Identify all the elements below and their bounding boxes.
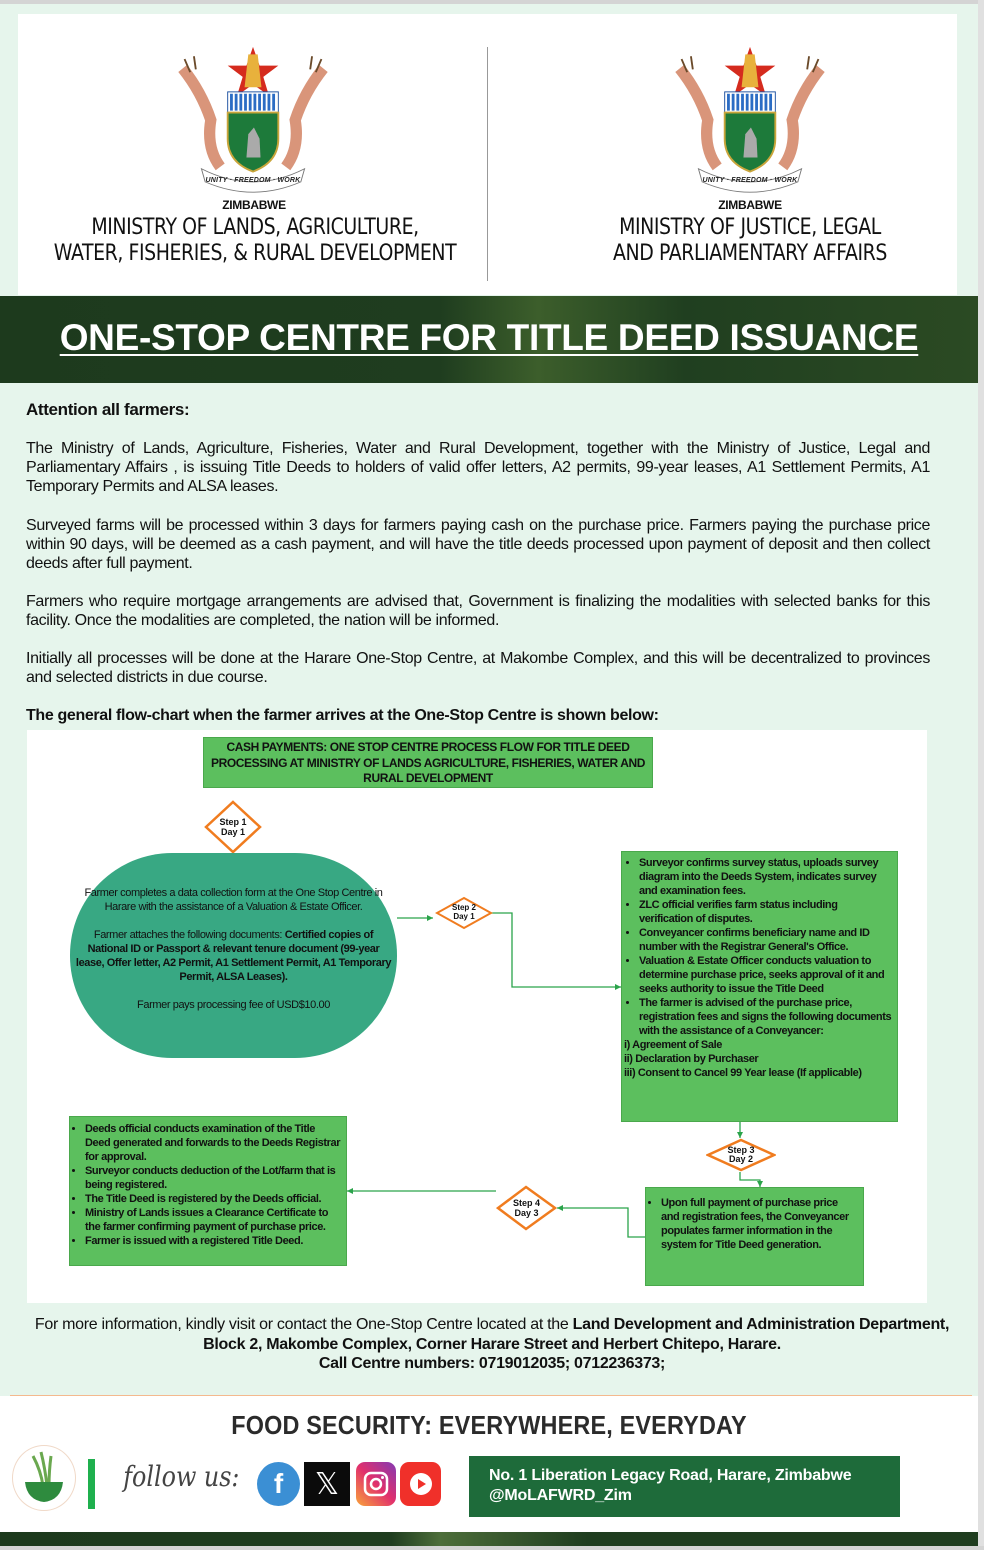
address: No. 1 Liberation Legacy Road, Harare, Zi… <box>489 1467 852 1484</box>
bullet-item: Surveyor conducts deduction of the Lot/f… <box>85 1164 342 1192</box>
step-1-day: Day 1 <box>220 827 246 837</box>
step-1-documents: Farmer attaches the following documents:… <box>74 928 393 984</box>
bottom-strip <box>0 1546 984 1550</box>
ministry-lands-line1: MINISTRY OF LANDS, AGRICULTURE, <box>91 215 419 240</box>
step-1-line1: Farmer completes a data collection form … <box>84 887 383 899</box>
bullet-item: Farmer is issued with a registered Title… <box>85 1234 342 1248</box>
step-4-day: Day 3 <box>514 1208 539 1218</box>
flowchart-intro: The general flow-chart when the farmer a… <box>26 707 659 724</box>
step-4-bullets: Deeds official conducts examination of t… <box>70 1122 342 1248</box>
step-1-diamond: Step 1 Day 1 <box>204 800 262 854</box>
bullet-item: Surveyor confirms survey status, uploads… <box>639 856 893 898</box>
bullet-item: Conveyancer confirms beneficiary name an… <box>639 926 893 954</box>
ministry-justice-name: MINISTRY OF JUSTICE, LEGAL AND PARLIAMEN… <box>526 215 973 267</box>
youtube-icon[interactable] <box>400 1462 441 1506</box>
arrowhead <box>347 1188 353 1194</box>
x-icon[interactable]: 𝕏 <box>304 1462 350 1506</box>
motto-right: UNITY · FREEDOM · WORK <box>702 177 798 184</box>
step-3-day: Day 2 <box>728 1154 754 1164</box>
flowchart-connectors <box>347 912 763 1238</box>
paragraph-1: The Ministry of Lands, Agriculture, Fish… <box>26 440 930 495</box>
step-1-line2: Harare with the assistance of a Valuatio… <box>104 901 363 913</box>
ministry-lands-name: MINISTRY OF LANDS, AGRICULTURE, WATER, F… <box>10 215 500 267</box>
step-3-label: Step 3 <box>727 1145 755 1155</box>
arrowhead <box>737 1132 743 1138</box>
step-2-diamond: Step 2 Day 1 <box>435 896 493 930</box>
step-4-label: Step 4 <box>512 1198 540 1208</box>
step-1-fee: Farmer pays processing fee of USD$10.00 <box>137 999 330 1011</box>
coat-of-arms-right <box>665 45 835 195</box>
flowchart-title: CASH PAYMENTS: ONE STOP CENTRE PROCESS F… <box>203 737 653 788</box>
bullet-item: Deeds official conducts examination of t… <box>85 1122 342 1164</box>
attention-heading: Attention all farmers: <box>26 400 190 419</box>
step-2-day: Day 1 <box>453 912 475 921</box>
step-3-box: Upon full payment of purchase price and … <box>645 1187 864 1286</box>
footer-divider <box>10 1395 972 1396</box>
docs-list: Certified copies of National ID or Passp… <box>75 929 392 983</box>
paragraph-4: Initially all processes will be done at … <box>26 650 930 686</box>
ministry-justice-line1: MINISTRY OF JUSTICE, LEGAL <box>619 215 881 240</box>
top-strip <box>0 0 984 4</box>
step-2-bullets: Surveyor confirms survey status, uploads… <box>624 856 893 1038</box>
arrowhead <box>427 915 433 921</box>
connector-box-4 <box>557 1207 645 1238</box>
country-label-right: ZIMBABWE <box>718 198 782 212</box>
step-1-label: Step 1 <box>219 817 247 827</box>
slogan: FOOD SECURITY: EVERYWHERE, EVERYDAY <box>231 1410 747 1440</box>
step-4-diamond: Step 4 Day 3 <box>496 1185 557 1231</box>
title-banner <box>0 296 978 383</box>
connector-2-box <box>491 912 621 988</box>
call-centre-numbers: Call Centre numbers: 0719012035; 0712236… <box>318 1355 666 1372</box>
paragraph-2: Surveyed farms will be processed within … <box>26 517 930 572</box>
connector-3-box <box>739 1172 761 1187</box>
step-2-label: Step 2 <box>451 903 476 912</box>
header-divider <box>487 47 488 281</box>
bullet-item: ZLC official verifies farm status includ… <box>639 898 893 926</box>
arrowhead <box>757 1181 763 1187</box>
follow-us-label: follow us: <box>123 1460 240 1493</box>
motto-left: UNITY · FREEDOM · WORK <box>205 177 301 184</box>
step-4-box: Deeds official conducts examination of t… <box>69 1116 347 1266</box>
bottom-band <box>0 1532 978 1546</box>
document-item: i) Agreement of Sale <box>624 1039 722 1051</box>
document-item: ii) Declaration by Purchaser <box>624 1053 759 1065</box>
paragraph-3: Farmers who require mortgage arrangement… <box>26 593 930 629</box>
country-label-left: ZIMBABWE <box>222 198 286 212</box>
facebook-icon[interactable]: f <box>257 1462 300 1506</box>
bullet-item: Ministry of Lands issues a Clearance Cer… <box>85 1206 342 1234</box>
bullet-item: The farmer is advised of the purchase pr… <box>639 996 893 1038</box>
step-1-box: Farmer completes a data collection form … <box>70 853 397 1058</box>
address-box: No. 1 Liberation Legacy Road, Harare, Zi… <box>469 1456 900 1517</box>
ministry-lands-line2: WATER, FISHERIES, & RURAL DEVELOPMENT <box>53 241 457 266</box>
bullet-item: Upon full payment of purchase price and … <box>661 1196 857 1252</box>
arrowhead <box>557 1205 563 1211</box>
flowchart: CASH PAYMENTS: ONE STOP CENTRE PROCESS F… <box>27 730 927 1303</box>
step-2-documents: i) Agreement of Sale ii) Declaration by P… <box>624 1038 893 1080</box>
instagram-icon[interactable] <box>356 1462 396 1506</box>
page-title: ONE-STOP CENTRE FOR TITLE DEED ISSUANCE <box>59 317 919 358</box>
right-edge <box>978 0 984 1550</box>
step-3-diamond: Step 3 Day 2 <box>706 1138 776 1172</box>
document-item: iii) Consent to Cancel 99 Year lease (If… <box>624 1067 862 1079</box>
step-3-bullets: Upon full payment of purchase price and … <box>646 1196 857 1252</box>
docs-intro: Farmer attaches the following documents: <box>93 929 285 941</box>
food-security-logo <box>12 1445 76 1511</box>
green-separator <box>88 1459 95 1509</box>
bullet-item: Valuation & Estate Officer conducts valu… <box>639 954 893 996</box>
coat-of-arms-left <box>168 45 338 195</box>
arrowhead <box>615 984 621 990</box>
step-2-box: Surveyor confirms survey status, uploads… <box>621 851 898 1122</box>
bullet-item: The Title Deed is registered by the Deed… <box>85 1192 342 1206</box>
contact-info: For more information, kindly visit or co… <box>30 1315 954 1374</box>
contact-intro: For more information, kindly visit or co… <box>34 1316 573 1333</box>
social-handle[interactable]: @MoLAFWRD_Zim <box>489 1487 632 1504</box>
contact-location: Land Development and Administration Depa… <box>203 1316 950 1353</box>
ministry-justice-line2: AND PARLIAMENTARY AFFAIRS <box>613 241 887 266</box>
